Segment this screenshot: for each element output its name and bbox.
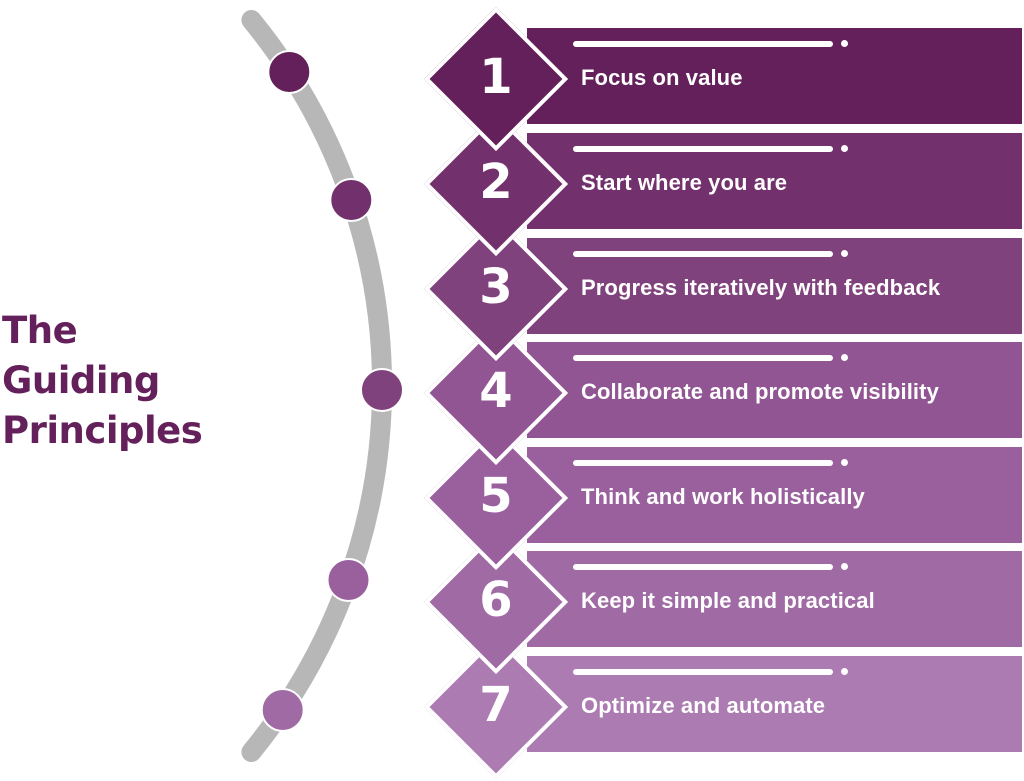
bar-decor-dot	[841, 563, 848, 570]
principle-label: Think and work holistically	[581, 484, 865, 509]
arc-node-4	[326, 558, 371, 602]
principle-number: 2	[479, 154, 513, 210]
title-line-2: Guiding	[2, 359, 160, 402]
bar-decor-line	[573, 355, 833, 361]
arc-nodes	[260, 50, 404, 732]
arc-node-1	[267, 50, 312, 94]
principle-label: Start where you are	[581, 170, 788, 195]
principle-number: 1	[479, 49, 513, 105]
principle-row-5: Think and work holistically 5	[0, 425, 1024, 572]
bar-decor-line	[573, 564, 833, 570]
title-line-1: The	[2, 309, 78, 352]
principle-row-3: Progress iteratively with feedback 3	[0, 216, 1024, 363]
title-line-3: Principles	[2, 409, 203, 452]
diagram-title: The Guiding Principles	[2, 306, 203, 456]
bar-decor-line	[573, 460, 833, 466]
bar-decor-line	[573, 251, 833, 257]
principle-number: 6	[479, 572, 513, 628]
bar-decor-line	[573, 146, 833, 152]
principle-row-2: Start where you are 2	[0, 111, 1024, 258]
principle-label: Focus on value	[581, 65, 743, 90]
bar-decor-line	[573, 669, 833, 675]
bar-decor-dot	[841, 40, 848, 47]
bar-decor-dot	[841, 354, 848, 361]
principle-label: Progress iteratively with feedback	[581, 275, 941, 300]
bar-decor-dot	[841, 250, 848, 257]
principle-row-7: Optimize and automate 7	[0, 634, 1024, 781]
principle-row-1: Focus on value 1	[0, 6, 1024, 153]
principle-row-4: Collaborate and promote visibility 4	[0, 320, 1024, 467]
principle-label: Collaborate and promote visibility	[581, 379, 939, 404]
principle-row-6: Keep it simple and practical 6	[0, 529, 1024, 676]
principle-number: 5	[479, 468, 513, 524]
arc-node-5	[260, 688, 305, 732]
bar-decor-dot	[841, 459, 848, 466]
bar-decor-dot	[841, 668, 848, 675]
bar-decor-dot	[841, 145, 848, 152]
bar-decor-line	[573, 41, 833, 47]
arc-node-2	[329, 178, 374, 222]
principle-label: Optimize and automate	[581, 693, 826, 718]
principle-number: 4	[479, 363, 513, 419]
principle-number: 7	[479, 677, 513, 733]
principle-label: Keep it simple and practical	[581, 588, 875, 613]
principle-number: 3	[479, 259, 513, 315]
arc-node-3	[360, 368, 404, 412]
